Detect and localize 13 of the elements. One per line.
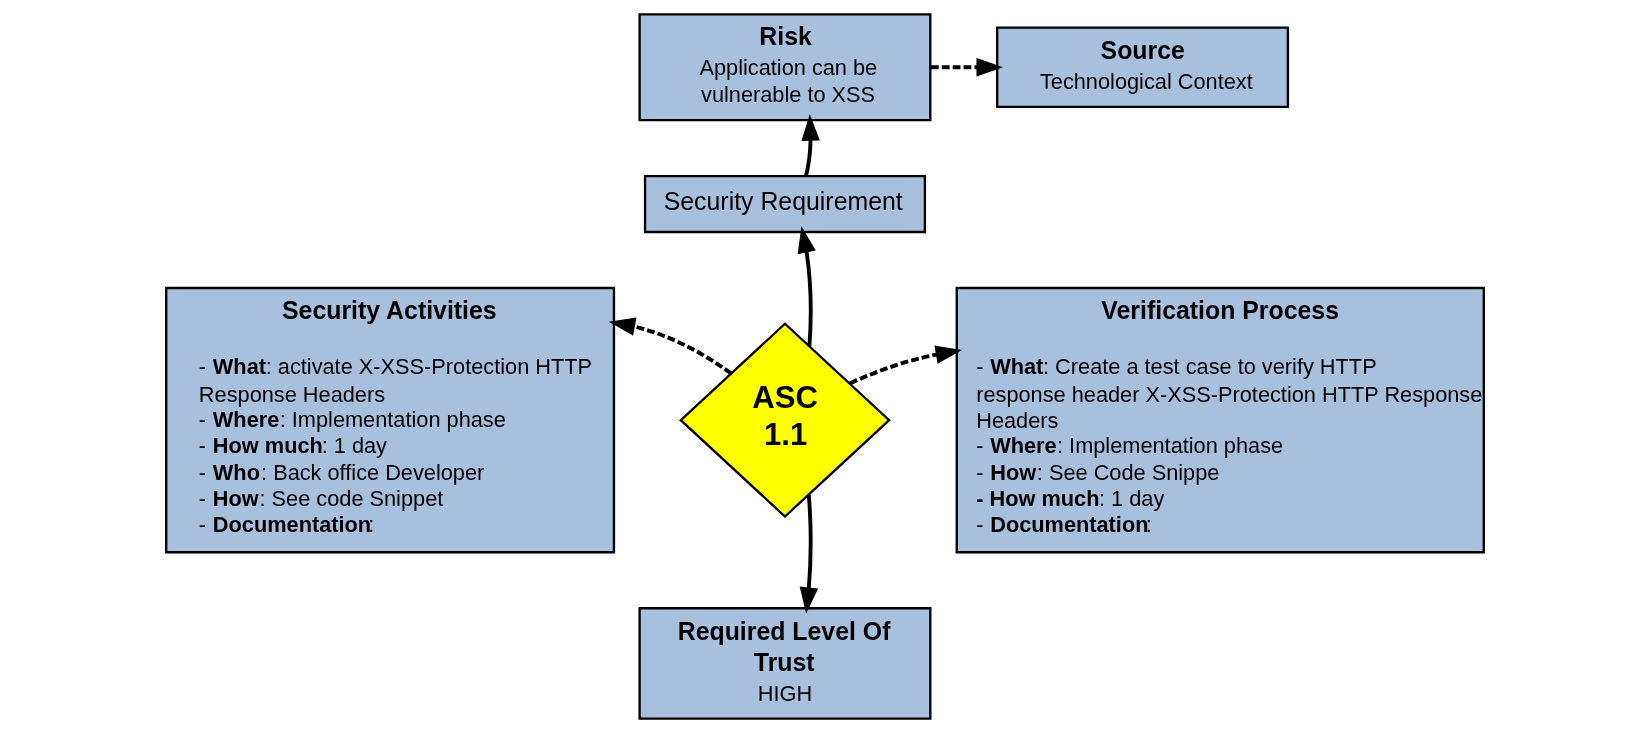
node-box: Required Level Of Trust HIGH [637,607,931,720]
arrow [608,317,732,375]
node-box: Security Activities - What: activate X-XSS-Protection HTTP Response Headers - Where: Implementation phase - How much: 1 day - Who: Back office Developer - How: See code Snippet - Documentation: [164,286,615,554]
arrow [799,494,818,614]
arrow [930,57,1003,77]
arrow [797,226,816,347]
node-box: Verification Process - What: Create a test case to verify HTTP response header X-XSS-Protection HTTP Response Headers - Where: Implementation phase - How: See Code Snippe - How much: 1 day - Documentation: [955,286,1485,554]
arrow [848,345,962,386]
arrow [800,114,820,176]
node-box: Security Requirement [643,174,926,234]
node-diamond: ASC 1.1 [678,322,891,519]
node-box: Source Technological Context [995,26,1289,109]
node-box: Risk Application can be vulnerable to XSS [637,13,931,122]
